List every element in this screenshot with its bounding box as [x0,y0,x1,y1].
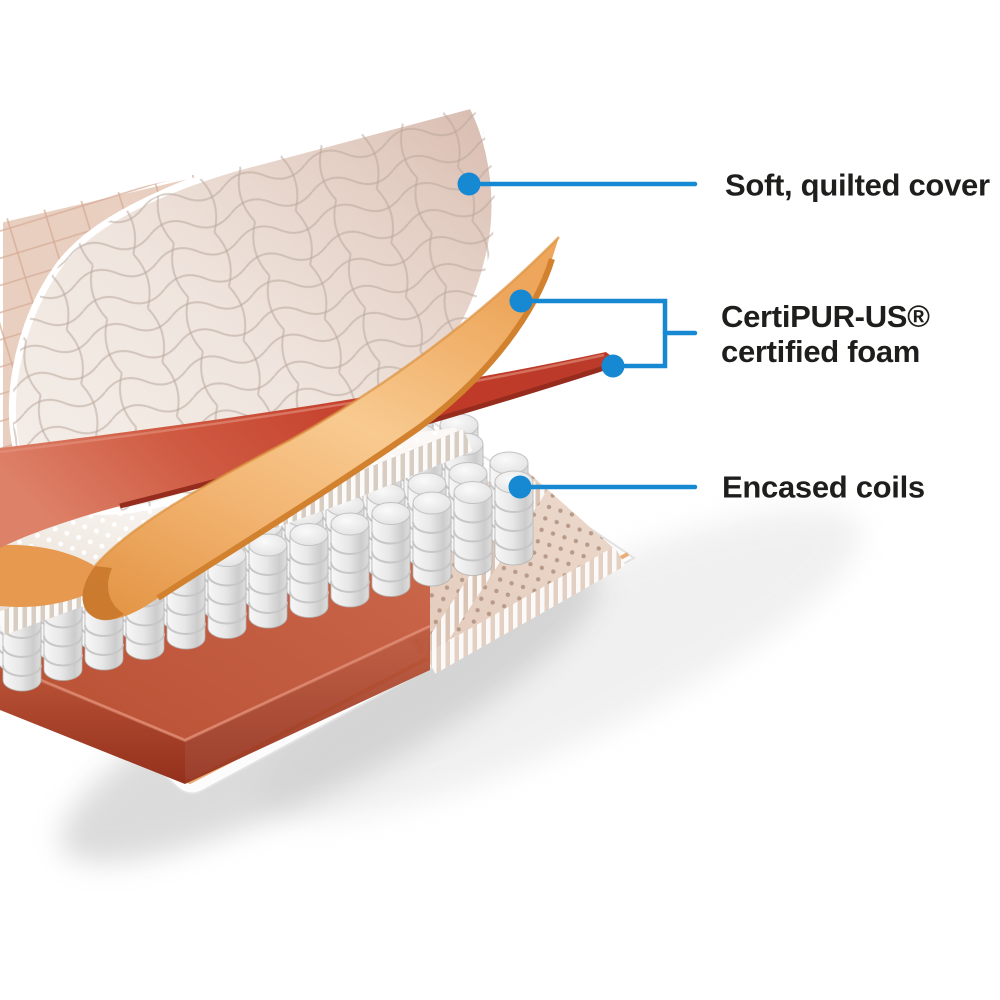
label-encased-coils: Encased coils [722,469,925,505]
callout-cover [457,172,698,196]
callout-coils [508,475,698,499]
orange-foam-sheet [82,236,560,621]
label-certipur-line1: CertiPUR-US® [721,299,930,334]
callout-dot-coils [508,475,532,499]
callout-dot-cover [457,172,481,196]
callout-foam [509,289,698,378]
callouts [457,172,698,499]
label-soft-quilted-cover: Soft, quilted cover [725,167,990,203]
callout-dot-foam-bottom [601,354,625,378]
label-certipur-line2: certified foam [721,334,921,369]
callout-dot-foam-top [509,289,533,313]
label-certipur-foam: CertiPUR-US® certified foam [721,299,930,369]
